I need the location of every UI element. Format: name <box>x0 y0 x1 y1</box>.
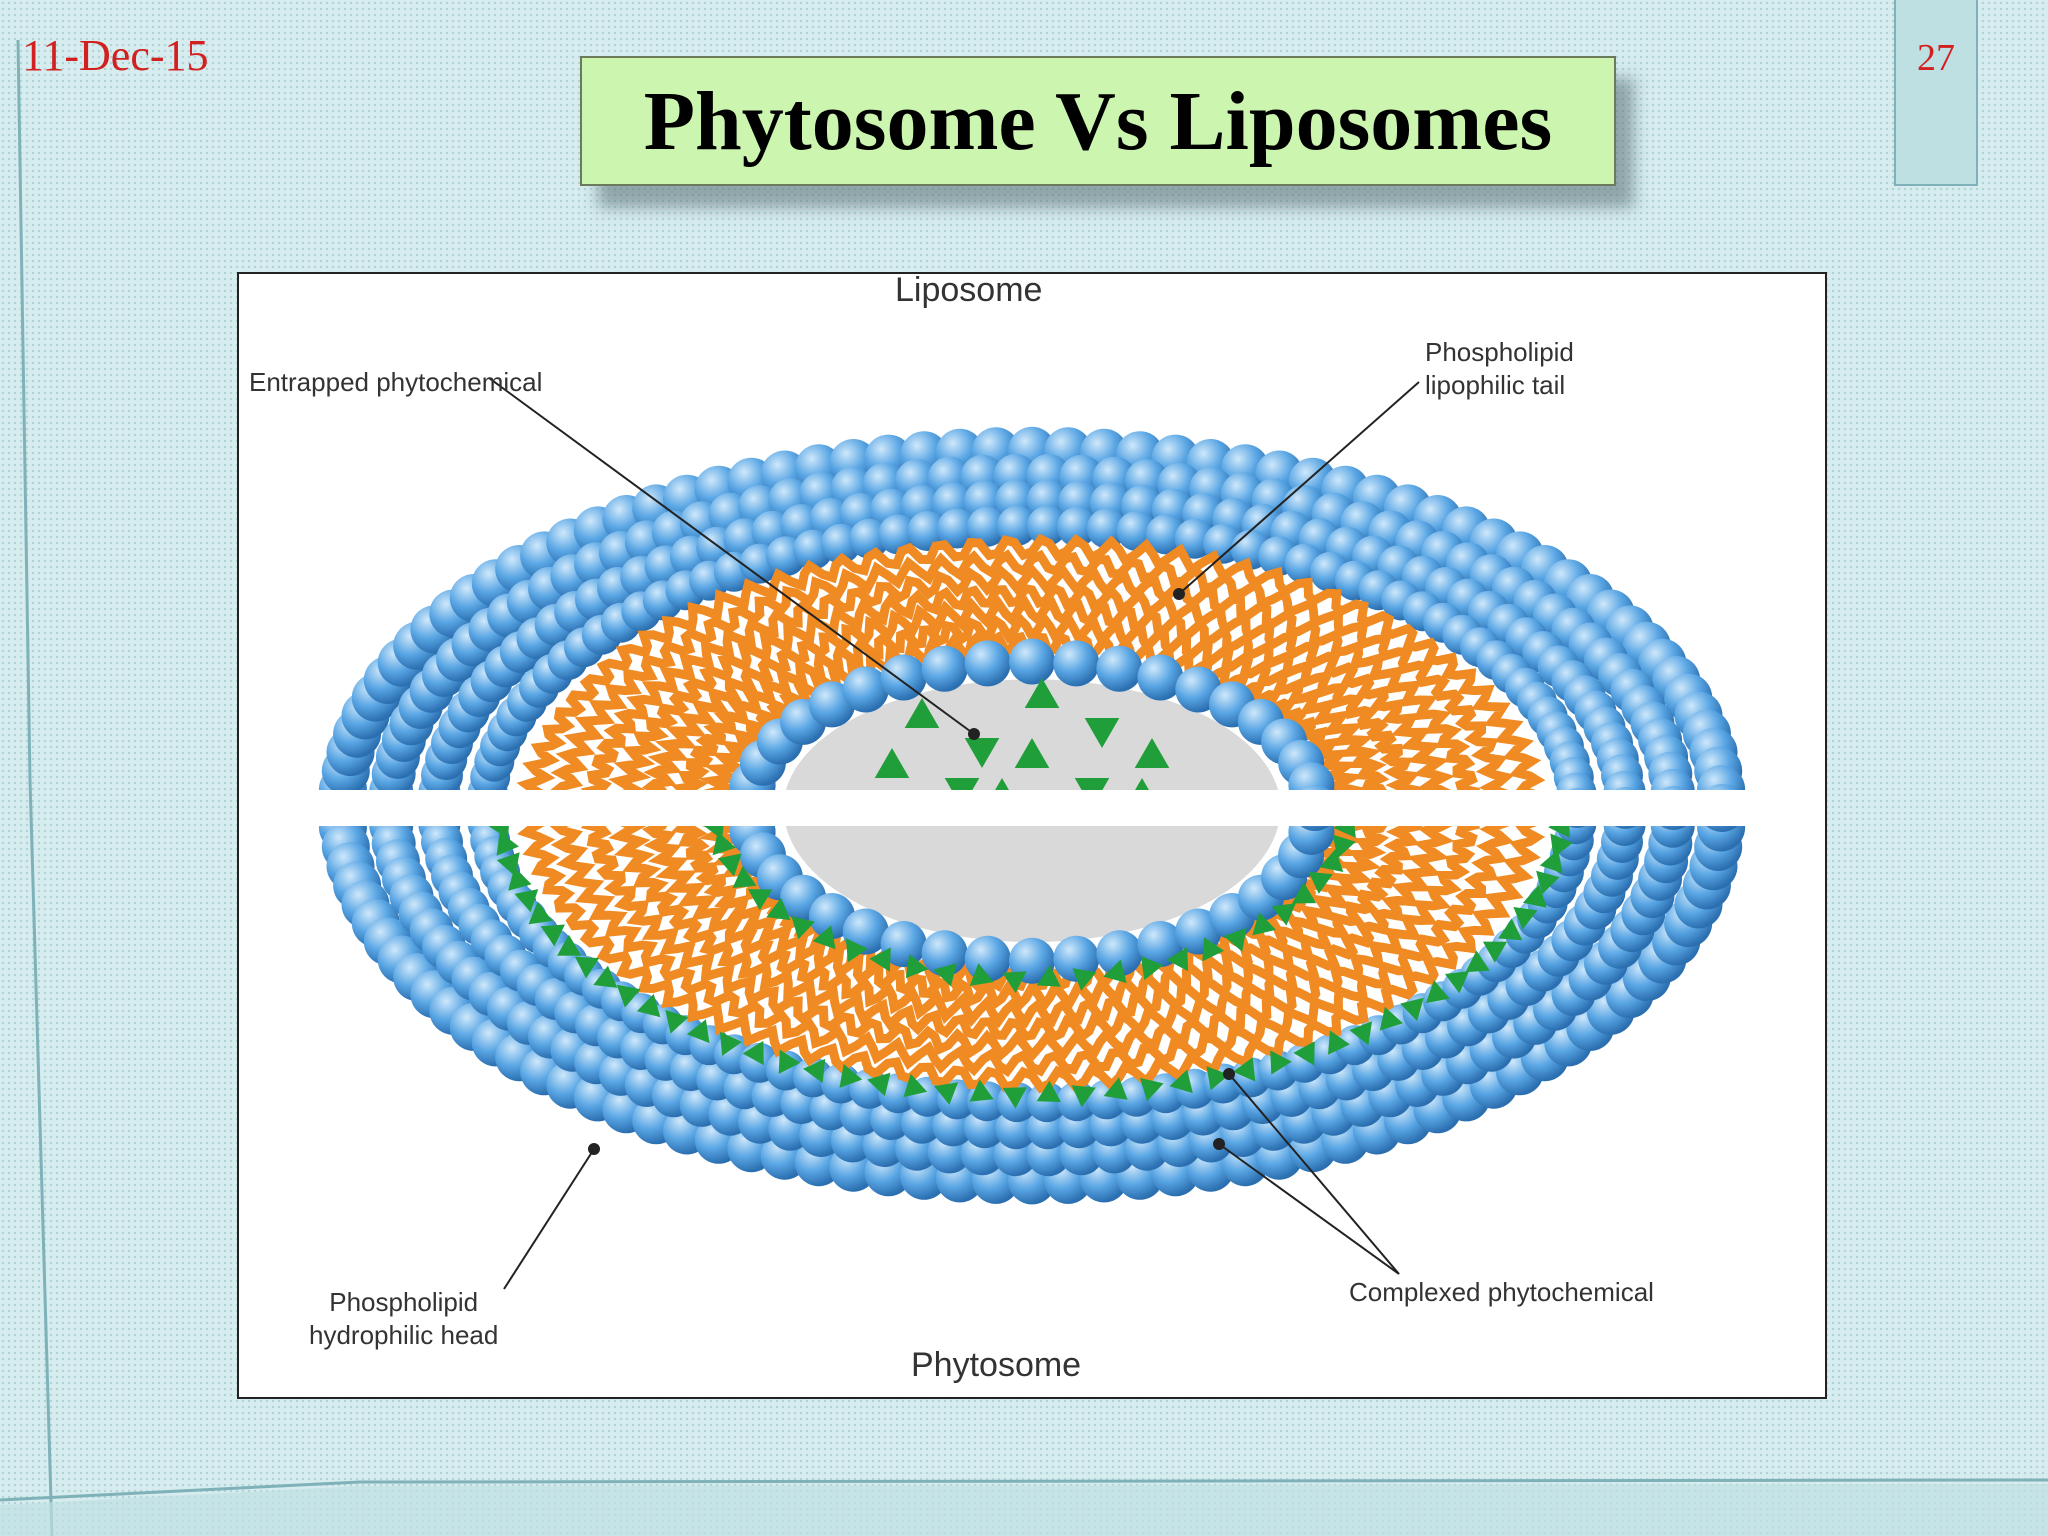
entrapped-phytochemical-label: Entrapped phytochemical <box>249 367 543 397</box>
liposome-half-inner-heads <box>729 638 1335 790</box>
leader-line <box>1178 381 1420 595</box>
leader-tip <box>588 1143 600 1155</box>
leader-lines <box>488 377 1420 1290</box>
page-number-tab: 27 <box>1894 0 1978 186</box>
slide-title: Phytosome Vs Liposomes <box>643 74 1553 168</box>
hydrophilic-head-label-line2: hydrophilic head <box>309 1320 499 1350</box>
hydrophilic-head-label-line1: Phospholipid <box>329 1287 479 1317</box>
hydrophilic-head-label: Phospholipid hydrophilic head <box>309 1286 498 1352</box>
phytosome-half-outer-heads <box>318 826 1746 1205</box>
title-box: Phytosome Vs Liposomes <box>580 56 1616 186</box>
leader-line <box>1218 1143 1400 1275</box>
phytosome-half-inner-heads <box>729 826 1335 984</box>
page-number: 27 <box>1917 37 1955 79</box>
liposome-label: Liposome <box>895 271 1043 309</box>
lipophilic-tail-label: Phospholipid lipophilic tail <box>1425 336 1574 402</box>
phytosome-liposome-figure: Liposome Entrapped phytochemical Phospho… <box>237 272 1827 1399</box>
phytosome-half-phytochemicals <box>488 826 1573 1109</box>
liposome-half-phytochemicals <box>874 678 1170 790</box>
leader-line <box>488 377 975 735</box>
slide-date: 11-Dec-15 <box>22 31 209 80</box>
leader-tip <box>1213 1138 1225 1150</box>
leader-line <box>1228 1073 1400 1275</box>
leader-line <box>503 1148 595 1290</box>
phytosome-half <box>318 826 1746 1205</box>
phytosome-label: Phytosome <box>911 1346 1082 1384</box>
phytosome-half-core <box>785 826 1279 943</box>
vesicle-diagram <box>318 377 1746 1290</box>
complexed-phytochemical-label: Complexed phytochemical <box>1349 1277 1654 1307</box>
leader-tip <box>1223 1068 1235 1080</box>
lipophilic-tail-label-line2: lipophilic tail <box>1425 370 1566 400</box>
liposome-half-lipid-tails <box>516 533 1546 790</box>
lipophilic-tail-label-line1: Phospholipid <box>1425 337 1574 367</box>
leader-tip <box>968 728 980 740</box>
leader-tip <box>1173 588 1185 600</box>
